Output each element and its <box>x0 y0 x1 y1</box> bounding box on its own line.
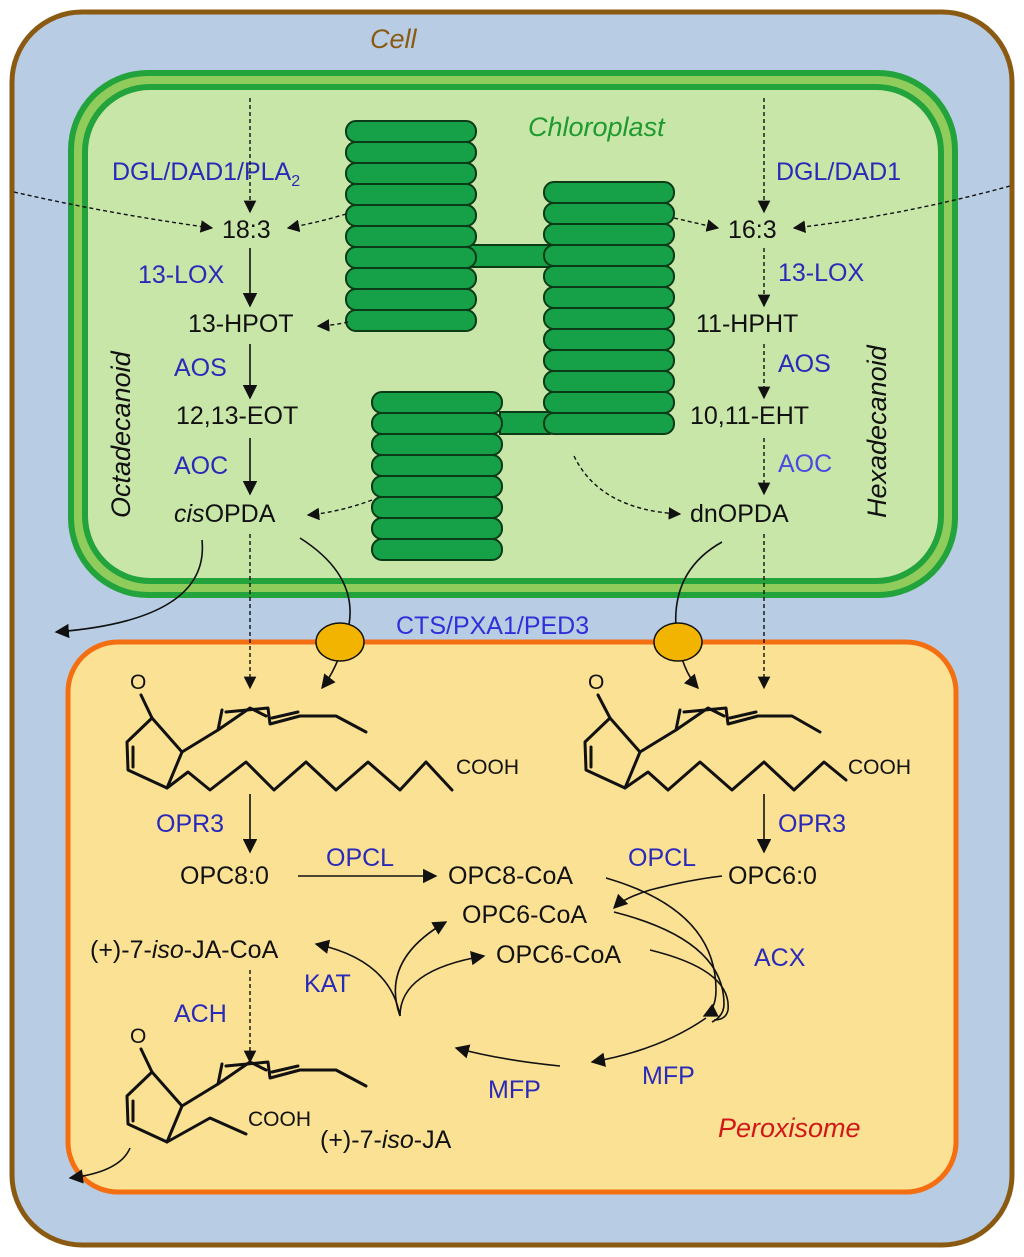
enzyme-acx: ACX <box>754 944 806 972</box>
enzyme-dgl-dad1: DGL/DAD1 <box>776 158 901 186</box>
svg-text:COOH: COOH <box>848 756 911 779</box>
metabolite-11-hpht: 11-HPHT <box>696 310 798 338</box>
enzyme-opcl-left: OPCL <box>326 844 394 872</box>
cell-label: Cell <box>370 24 418 54</box>
enzyme-13-lox-left: 13-LOX <box>138 261 224 289</box>
enzyme-aos-right: AOS <box>778 350 831 378</box>
enzyme-mfp-left: MFP <box>488 1076 541 1104</box>
enzyme-opcl-right: OPCL <box>628 844 696 872</box>
metabolite-dnopda: dnOPDA <box>690 500 789 528</box>
metabolite-opc8-coa: OPC8-CoA <box>448 862 573 890</box>
metabolite-10-11-eht: 10,11-EHT <box>690 402 809 430</box>
metabolite-12-13-eot: 12,13-EOT <box>176 402 298 430</box>
metabolite-16-3: 16:3 <box>728 216 777 244</box>
jasmonic-acid-structure: O COOH <box>125 1025 368 1144</box>
svg-text:O: O <box>130 671 146 694</box>
dnopda-structure-right: O COOH <box>583 671 911 792</box>
peroxisome-label: Peroxisome <box>718 1113 861 1143</box>
enzyme-aos-left: AOS <box>174 354 227 382</box>
chloroplast-label: Chloroplast <box>528 112 666 142</box>
beta-oxidation-arrows <box>242 794 772 1067</box>
chloroplast-compartment <box>68 70 958 598</box>
metabolite-opc6-coa-1: OPC6-CoA <box>462 901 587 929</box>
metabolite-opc6-0: OPC6:0 <box>728 862 817 890</box>
opda-structure-left: O COOH <box>125 671 519 792</box>
enzyme-mfp-right: MFP <box>642 1062 695 1090</box>
metabolite-ja-coa: (+)-7-iso-JA-CoA <box>90 936 279 964</box>
transporter-right <box>653 622 703 662</box>
enzyme-aoc-left: AOC <box>174 452 228 480</box>
enzyme-opr3-right: OPR3 <box>778 810 846 838</box>
metabolite-opc6-coa-2: OPC6-CoA <box>496 941 621 969</box>
svg-text:O: O <box>130 1025 146 1048</box>
right-chloroplast-arrows <box>573 98 1011 520</box>
svg-text:COOH: COOH <box>456 756 519 779</box>
enzyme-aoc-right: AOC <box>778 450 832 478</box>
enzyme-ach: ACH <box>174 1000 227 1028</box>
octadecanoid-pathway-label: Octadecanoid <box>106 350 136 518</box>
enzyme-dgl-dad1-pla2: DGL/DAD1/PLA2 <box>112 158 300 190</box>
hexadecanoid-pathway-label: Hexadecanoid <box>862 344 892 518</box>
left-chloroplast-arrows <box>13 98 373 521</box>
metabolite-opc8-0: OPC8:0 <box>180 862 269 890</box>
metabolite-13-hpot: 13-HPOT <box>188 310 294 338</box>
transporter-label: CTS/PXA1/PED3 <box>396 612 589 640</box>
svg-text:COOH: COOH <box>248 1108 311 1131</box>
metabolite-18-3: 18:3 <box>222 216 271 244</box>
product-jasmonic-acid: (+)-7-iso-JA <box>320 1126 452 1154</box>
enzyme-13-lox-right: 13-LOX <box>778 259 864 287</box>
transporter-left <box>315 622 365 662</box>
metabolite-cis-opda: cisOPDA <box>174 500 276 528</box>
peroxisome-compartment <box>65 639 959 1195</box>
thylakoid-grana <box>345 120 675 561</box>
enzyme-opr3-left: OPR3 <box>156 810 224 838</box>
svg-text:O: O <box>588 671 604 694</box>
enzyme-kat: KAT <box>304 970 351 998</box>
